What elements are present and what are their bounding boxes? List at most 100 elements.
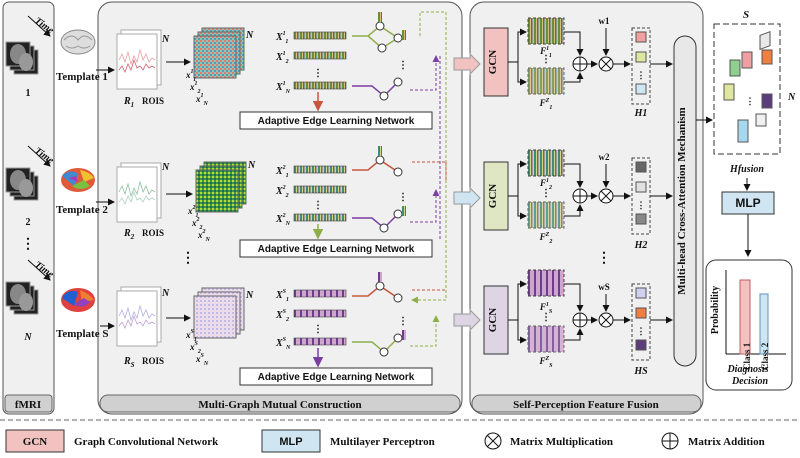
matrix-addition-icon bbox=[572, 188, 588, 204]
subject-number: 2 bbox=[26, 217, 31, 228]
class-1-bar bbox=[739, 279, 751, 355]
ellipsis: ⋮ bbox=[181, 251, 195, 266]
legend-gcn-label: GCN bbox=[23, 436, 48, 448]
f-features-1: ⋮ F11 FZ1 bbox=[527, 17, 565, 111]
brain-template-2-icon bbox=[61, 168, 95, 192]
roi-timeseries-2 bbox=[116, 162, 162, 223]
brain-template-1-icon bbox=[60, 29, 96, 55]
h-label: HS bbox=[633, 366, 648, 377]
multi-graph-panel bbox=[97, 1, 463, 415]
svg-text:F12: F12 bbox=[539, 178, 552, 191]
roi-r-label: R2 bbox=[123, 228, 135, 241]
class-2-bar bbox=[759, 293, 769, 355]
decision-caption: Decision bbox=[731, 376, 769, 387]
template-label: Template S bbox=[56, 328, 108, 340]
gcn-label: GCN bbox=[487, 184, 499, 209]
connectivity-matrix-s bbox=[193, 287, 245, 339]
legend-multiplication-icon bbox=[484, 432, 502, 450]
graph-structure-s: ⋮ bbox=[352, 272, 446, 357]
roi-r-label: R1 bbox=[123, 96, 134, 109]
branch-arrow-s bbox=[453, 308, 481, 332]
ellipsis: ⋮ bbox=[597, 251, 611, 266]
matrix-multiplication-icon bbox=[598, 312, 614, 328]
gcn-label: GCN bbox=[487, 50, 499, 75]
matrix-multiplication-icon bbox=[598, 188, 614, 204]
svg-text:⋮: ⋮ bbox=[398, 316, 408, 327]
n-label: N bbox=[161, 162, 170, 173]
legend-gcn-swatch bbox=[5, 429, 65, 453]
svg-text:FZ2: FZ2 bbox=[539, 232, 553, 245]
svg-text:⋮: ⋮ bbox=[398, 192, 408, 203]
svg-text:⋮: ⋮ bbox=[541, 312, 551, 323]
subject-number: N bbox=[23, 332, 32, 343]
n-label: N bbox=[247, 160, 256, 171]
brain-template-s-icon bbox=[61, 288, 95, 312]
legend-mlp-swatch bbox=[261, 429, 321, 453]
self-perception-footer-box bbox=[471, 394, 702, 413]
adaptive-edge-box-s bbox=[239, 367, 433, 386]
fmri-footer: fMRI bbox=[15, 399, 41, 411]
roi-timeseries-s bbox=[116, 286, 162, 347]
fmri-subject-n: Time N bbox=[5, 259, 56, 343]
f-features-2: ⋮ F12 FZ2 bbox=[527, 149, 565, 245]
graph-structure-2: ⋮ bbox=[352, 146, 446, 233]
h-label: H1 bbox=[634, 108, 648, 119]
matrix-addition-icon bbox=[572, 312, 588, 328]
matrix-addition-icon bbox=[572, 56, 588, 72]
svg-text:⋮: ⋮ bbox=[313, 200, 323, 211]
fmri-footer-box bbox=[4, 394, 53, 413]
roi-r-label: RS bbox=[123, 356, 135, 369]
fusion-h-label: Hfusion bbox=[729, 164, 764, 175]
attention-label: Multi-head Cross-Attention Mechanism bbox=[676, 107, 688, 294]
subject-number: 1 bbox=[26, 88, 31, 99]
h-vector-s: ⋮ bbox=[631, 283, 651, 361]
branch-arrow-1 bbox=[453, 52, 481, 76]
h-label: H2 bbox=[634, 240, 648, 251]
svg-text:⋮: ⋮ bbox=[637, 200, 646, 210]
svg-text:F11: F11 bbox=[539, 46, 552, 59]
node-feature-stripes-2: ⋮ bbox=[293, 165, 347, 222]
gcn-block-s bbox=[483, 285, 509, 355]
h-vector-1: ⋮ bbox=[631, 27, 651, 105]
gcn-label: GCN bbox=[487, 308, 499, 333]
adaptive-edge-label: Adaptive Edge Learning Network bbox=[258, 372, 415, 383]
svg-text:⋮: ⋮ bbox=[746, 96, 755, 106]
class-1-label: Class 1 bbox=[742, 342, 752, 370]
svg-text:X22: X22 bbox=[275, 185, 289, 199]
n-label: N bbox=[245, 290, 254, 301]
adaptive-edge-label: Adaptive Edge Learning Network bbox=[258, 244, 415, 255]
legend-mlp-text: Multilayer Perceptron bbox=[330, 436, 435, 448]
legend-add-text: Matrix Addition bbox=[688, 436, 765, 448]
legend-mlp-label: MLP bbox=[279, 436, 302, 448]
svg-text:FZ1: FZ1 bbox=[539, 98, 553, 111]
n-label: N bbox=[245, 30, 254, 41]
matrix-multiplication-icon bbox=[598, 56, 614, 72]
svg-text:X21: X21 bbox=[275, 165, 289, 179]
roi-timeseries-1 bbox=[116, 29, 162, 90]
template-label: Template 2 bbox=[56, 204, 108, 216]
roi-label: ROIS bbox=[142, 96, 164, 106]
mlp-label: MLP bbox=[735, 196, 760, 210]
svg-text:X12: X12 bbox=[275, 51, 289, 65]
weight-label: w1 bbox=[599, 16, 610, 26]
svg-text:⋮: ⋮ bbox=[313, 68, 323, 79]
roi-label: ROIS bbox=[142, 356, 164, 366]
self-perception-footer: Self-Perception Feature Fusion bbox=[513, 399, 659, 411]
fusion-n-label: N bbox=[787, 92, 796, 103]
n-label: N bbox=[161, 34, 170, 45]
svg-text:X11: X11 bbox=[275, 31, 288, 45]
legend-mult-text: Matrix Multiplication bbox=[510, 436, 613, 448]
multi-graph-footer: Multi-Graph Mutual Construction bbox=[198, 399, 361, 411]
svg-text:⋮: ⋮ bbox=[313, 324, 323, 335]
weight-label: w2 bbox=[599, 152, 610, 162]
adaptive-edge-box-2 bbox=[239, 239, 433, 258]
svg-text:⋮: ⋮ bbox=[398, 60, 408, 71]
adaptive-edge-label: Adaptive Edge Learning Network bbox=[258, 116, 415, 127]
svg-text:⋮: ⋮ bbox=[637, 326, 646, 336]
weight-label: wS bbox=[598, 282, 610, 292]
subject-ellipsis: ⋮ bbox=[21, 237, 35, 252]
roi-label: ROIS bbox=[142, 228, 164, 238]
connectivity-matrix-1 bbox=[193, 27, 245, 79]
node-feature-stripes-1: ⋮ bbox=[293, 31, 347, 90]
